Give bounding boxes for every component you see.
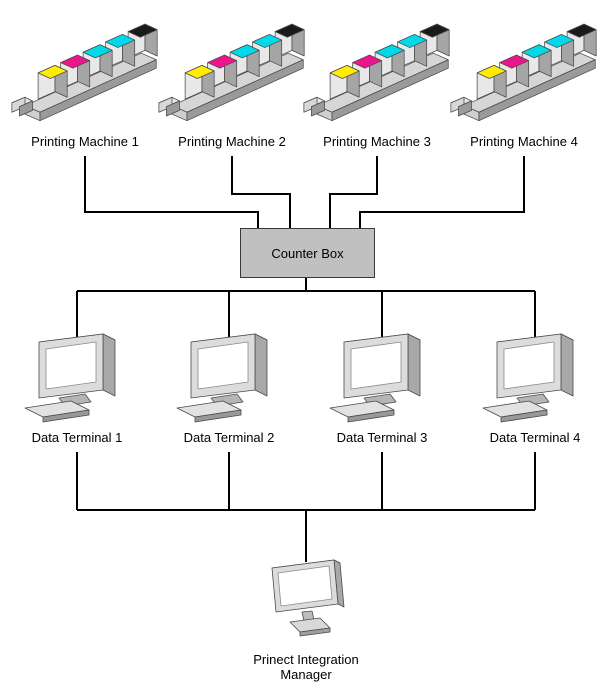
integration-manager-node: Prinect Integration Manager [246, 558, 366, 682]
printing-machine-icon [158, 23, 305, 122]
data-terminal-node-4: Data Terminal 4 [475, 328, 595, 445]
printing-machine-node-3: Printing Machine 3 [302, 10, 452, 149]
counter-box-label: Counter Box [271, 245, 344, 261]
integration-manager-icon [271, 559, 345, 637]
printing-machine-node-2: Printing Machine 2 [157, 10, 307, 149]
printing-machine-node-4: Printing Machine 4 [449, 10, 599, 149]
printing-machine-icon [450, 23, 597, 122]
data-terminal-label: Data Terminal 4 [489, 430, 581, 445]
data-terminal-label: Data Terminal 1 [31, 430, 123, 445]
printing-machine-icon [11, 23, 158, 122]
data-terminal-icon [176, 333, 268, 423]
integration-manager-label-line1: Prinect Integration [253, 652, 359, 667]
integration-manager-label-line2: Manager [280, 667, 332, 682]
printing-machine-label: Printing Machine 2 [178, 134, 286, 149]
counter-box: Counter Box [240, 228, 375, 278]
data-terminal-node-2: Data Terminal 2 [169, 328, 289, 445]
data-terminal-node-3: Data Terminal 3 [322, 328, 442, 445]
data-terminal-icon [482, 333, 574, 423]
data-terminal-label: Data Terminal 3 [336, 430, 428, 445]
data-terminal-label: Data Terminal 2 [183, 430, 275, 445]
printing-machine-icon [303, 23, 450, 122]
printing-machine-node-1: Printing Machine 1 [10, 10, 160, 149]
data-terminal-icon [24, 333, 116, 423]
printing-machine-label: Printing Machine 1 [31, 134, 139, 149]
printing-machine-label: Printing Machine 4 [470, 134, 578, 149]
printing-machine-label: Printing Machine 3 [323, 134, 431, 149]
data-terminal-node-1: Data Terminal 1 [17, 328, 137, 445]
data-terminal-icon [329, 333, 421, 423]
